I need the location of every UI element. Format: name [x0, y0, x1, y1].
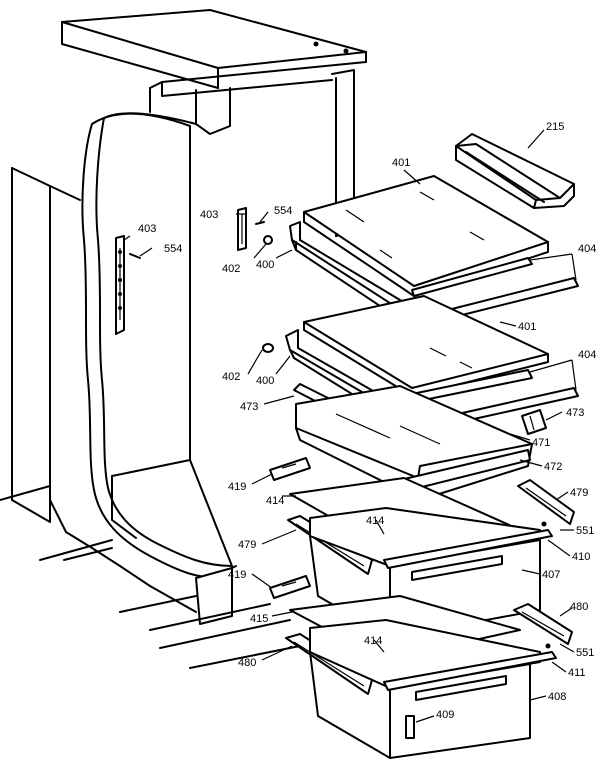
- callout-479-right: 479: [570, 487, 588, 499]
- callout-407: 407: [542, 569, 560, 581]
- callout-labels: 215 401 403 554 403 554 402 400 404 401 …: [138, 121, 596, 721]
- callout-403-left: 403: [138, 223, 156, 235]
- callout-215: 215: [546, 121, 564, 133]
- callout-472: 472: [544, 461, 562, 473]
- callout-415: 415: [250, 613, 268, 625]
- callout-414-upper-left: 414: [266, 495, 284, 507]
- callout-400-lower: 400: [256, 375, 274, 387]
- callout-411: 411: [568, 667, 586, 679]
- shelf-bracket-left: [115, 235, 141, 335]
- callout-554-left: 554: [164, 243, 182, 255]
- callout-480-left: 480: [238, 657, 256, 669]
- callout-401-upper: 401: [392, 157, 410, 169]
- callout-551-lower: 551: [576, 647, 594, 659]
- callout-473-right: 473: [566, 407, 584, 419]
- callout-403-right: 403: [200, 209, 218, 221]
- callout-554-right: 554: [274, 205, 292, 217]
- shelf-bracket-upper: [237, 207, 273, 251]
- callout-473-left: 473: [240, 401, 258, 413]
- callout-409: 409: [436, 709, 454, 721]
- crisper-cover-frame: [293, 383, 547, 501]
- leader-lines: [123, 129, 577, 723]
- shelf-upper: [289, 175, 579, 327]
- callout-410: 410: [572, 551, 590, 563]
- callout-419-upper: 419: [228, 481, 246, 493]
- callout-400-upper: 400: [256, 259, 274, 271]
- lower-drawer-area: [269, 575, 573, 759]
- bin-215: [455, 133, 575, 209]
- callout-480-right: 480: [570, 601, 588, 613]
- callout-414-lower: 414: [364, 635, 382, 647]
- callout-404-upper: 404: [578, 243, 596, 255]
- callout-401-lower: 401: [518, 321, 536, 333]
- callout-404-lower: 404: [578, 349, 596, 361]
- callout-408: 408: [548, 691, 566, 703]
- callout-414-upper-mid: 414: [366, 515, 384, 527]
- callout-419-lower: 419: [228, 569, 246, 581]
- callout-402-lower: 402: [222, 371, 240, 383]
- callout-551-upper: 551: [576, 525, 594, 537]
- callout-471: 471: [532, 437, 550, 449]
- refrigerator-cabinet: [0, 9, 367, 669]
- callout-479-left: 479: [238, 539, 256, 551]
- callout-402-upper: 402: [222, 263, 240, 275]
